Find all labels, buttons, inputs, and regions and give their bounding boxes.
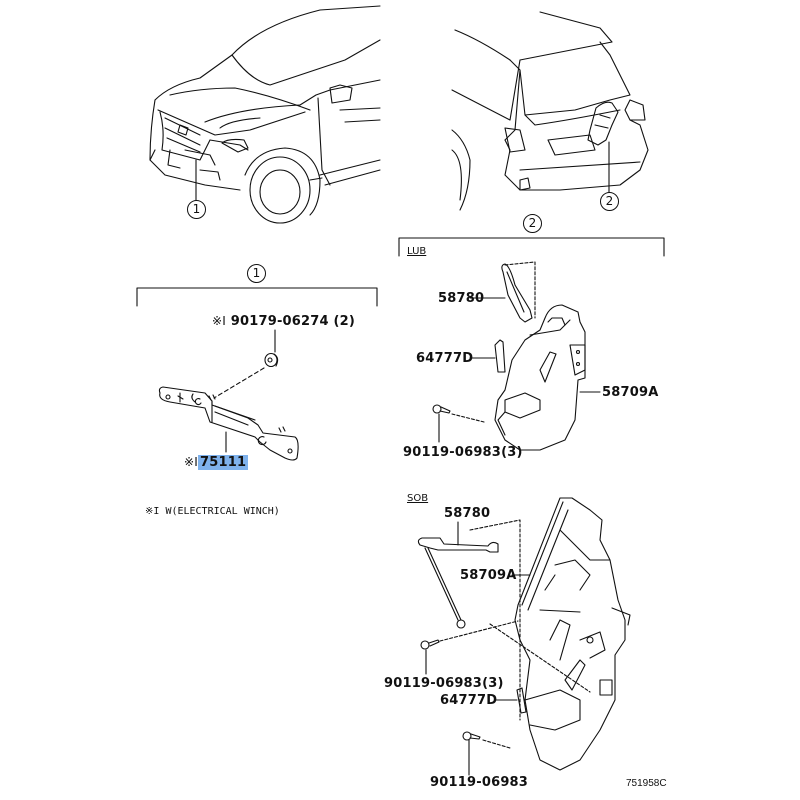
screw-90119-06983-sob-upper: [420, 639, 440, 675]
part-number: 90119-06983: [403, 445, 502, 460]
assembly-dashline: [451, 413, 485, 423]
screw-90119-06983-sob-lower: [462, 731, 481, 776]
part-number-highlighted: 75111: [198, 455, 249, 470]
assembly-dashline: [489, 623, 591, 693]
callout-view-1: 1: [187, 200, 206, 219]
part-qty: (2): [333, 314, 356, 329]
bracket-75111: [158, 386, 299, 461]
part-label-58780-sob[interactable]: 58780: [444, 506, 491, 521]
assembly-dashline: [439, 620, 519, 642]
footnote-mark: ※I: [145, 506, 160, 517]
lub-assembly: [494, 261, 586, 451]
part-label-90119-06983-sob-qty[interactable]: 90119-06983(3): [384, 676, 504, 691]
part-number: 90119-06983: [384, 676, 483, 691]
clip-64777d-sob: [516, 687, 527, 714]
part-label-58709a-lub[interactable]: 58709A: [602, 385, 659, 400]
assembly-dashline: [482, 739, 511, 749]
section-label-lub: LUB: [407, 246, 427, 257]
part-label-58709a-sob[interactable]: 58709A: [460, 568, 517, 583]
part-label-64777d-lub[interactable]: 64777D: [416, 351, 474, 366]
sob-assembly: [417, 497, 631, 771]
section-1-bracket: [136, 287, 378, 307]
footnote: ※I W(ELECTRICAL WINCH): [145, 506, 280, 517]
section-label-sob: SOB: [407, 493, 429, 504]
part-label-64777d-sob[interactable]: 64777D: [440, 693, 498, 708]
part-qty: (3): [501, 445, 523, 460]
callout-view-2: 2: [600, 192, 619, 211]
diagram-reference-code: 751958C: [626, 778, 667, 789]
front-vehicle-illustration: [149, 5, 381, 224]
assembly-dashline: [213, 367, 265, 399]
footnote-text: W(ELECTRICAL WINCH): [165, 506, 280, 517]
part-label-58780-lub[interactable]: 58780: [438, 291, 485, 306]
part-label-90119-06983-lub[interactable]: 90119-06983(3): [403, 445, 523, 460]
section-2-callout: 2: [523, 214, 542, 233]
bolt-90179-06274: [264, 329, 279, 368]
part-number: 90179-06274: [230, 314, 329, 329]
screw-90119-06983-lub: [432, 404, 451, 443]
part-label-90119-06983-sob[interactable]: 90119-06983: [430, 775, 529, 790]
part-qty: (3): [482, 676, 504, 691]
section-2-bracket: [398, 237, 665, 257]
winch-mark: ※I: [184, 455, 198, 469]
winch-mark: ※I: [212, 314, 226, 328]
part-label-90179-06274[interactable]: ※I 90179-06274 (2): [212, 314, 355, 329]
rear-vehicle-illustration: [451, 11, 649, 211]
section-1-callout: 1: [247, 264, 266, 283]
